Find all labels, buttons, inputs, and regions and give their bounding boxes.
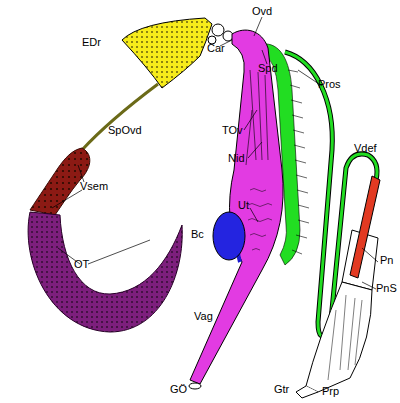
leader-lines xyxy=(52,17,378,289)
part-label: GÖ xyxy=(170,383,187,395)
part-label: Pn xyxy=(380,254,393,266)
ovotestis-texture xyxy=(28,212,182,332)
part-label: Nid xyxy=(228,152,245,164)
ovotestis xyxy=(28,212,182,332)
carrefour xyxy=(212,24,224,36)
oviduct-uterus xyxy=(190,30,283,384)
part-label: Prp xyxy=(322,385,339,397)
part-label: Vsem xyxy=(80,180,108,192)
part-label: OT xyxy=(74,258,89,270)
penis xyxy=(350,176,380,278)
part-label: TOv xyxy=(222,124,243,136)
part-label: Vdef xyxy=(354,142,377,154)
part-label: Bc xyxy=(191,228,204,240)
part-label: PnS xyxy=(376,282,397,294)
albumen-gland xyxy=(122,18,212,88)
part-label: Spd xyxy=(258,62,278,74)
part-label: Ut xyxy=(238,199,249,211)
part-label: Pros xyxy=(318,78,341,90)
genital-atrium xyxy=(296,386,318,398)
bursa-copulatrix xyxy=(213,212,245,260)
part-label: SpOvd xyxy=(108,124,142,136)
preputium xyxy=(306,282,372,392)
part-label: Car xyxy=(207,42,225,54)
uterus-texture xyxy=(248,189,272,251)
oviduct-folds xyxy=(246,70,268,165)
part-label: EDr xyxy=(82,36,101,48)
spermoviduct-duct xyxy=(82,84,158,150)
prostate-lobes xyxy=(288,70,309,254)
part-label: Vag xyxy=(194,310,213,322)
gland-texture xyxy=(122,18,212,88)
part-label: Ovd xyxy=(252,5,272,17)
preputium-folds xyxy=(328,295,362,380)
genital-opening xyxy=(189,383,201,389)
part-label: Gtr xyxy=(274,383,289,395)
